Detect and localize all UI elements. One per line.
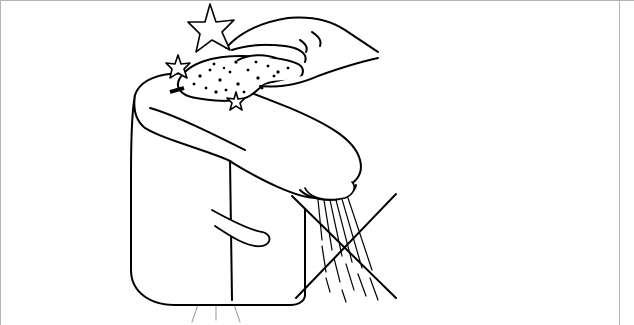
cross-out-icon (292, 194, 396, 298)
faucet-icon (131, 74, 361, 305)
